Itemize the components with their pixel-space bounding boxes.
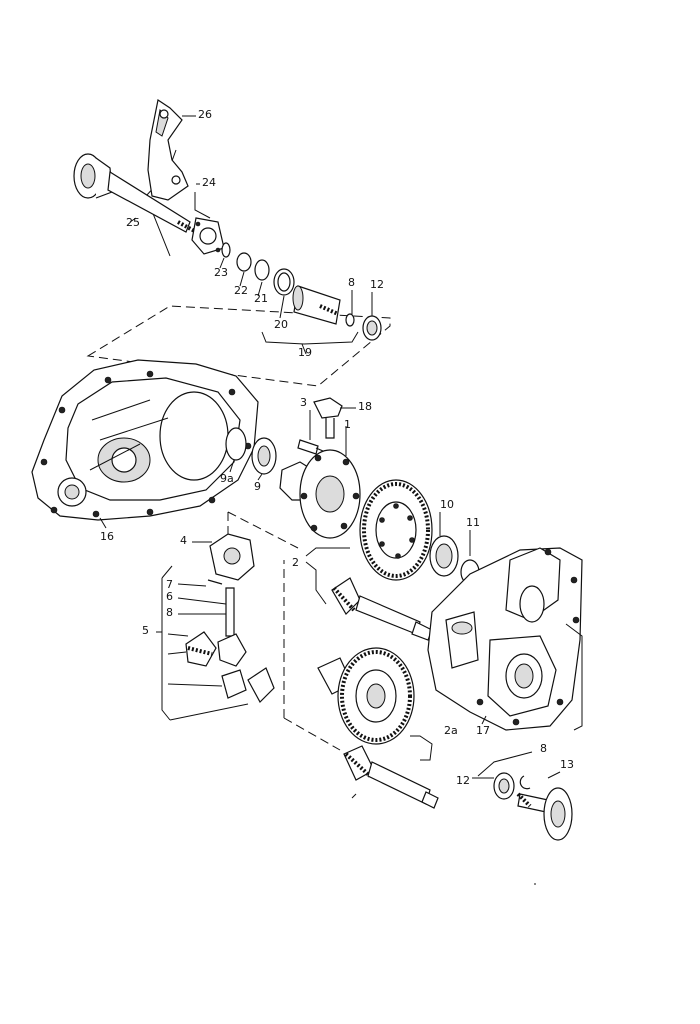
callout-9: 9 bbox=[254, 480, 261, 493]
bearing-and-circlip-parts-10-11 bbox=[429, 535, 480, 585]
callout-16: 16 bbox=[100, 530, 114, 543]
bracket-part-26 bbox=[147, 99, 189, 201]
callout-20: 20 bbox=[274, 318, 288, 331]
callout-3: 3 bbox=[300, 396, 307, 409]
bolt-and-sensor-parts-3-18 bbox=[297, 397, 343, 455]
callout-26: 26 bbox=[198, 108, 212, 121]
callout-11: 11 bbox=[466, 516, 480, 529]
clutch-housing-part-16 bbox=[31, 359, 259, 521]
callout-10: 10 bbox=[440, 498, 454, 511]
callout-25: 25 bbox=[126, 216, 140, 229]
callout-12-upper: 12 bbox=[370, 278, 384, 291]
callout-5: 5 bbox=[142, 624, 149, 637]
differential-internals-parts-4-to-8 bbox=[185, 533, 275, 703]
callout-labels: 26 24 25 23 22 21 20 8 12 19 3 18 1 9a 9… bbox=[100, 108, 574, 787]
shaft-part-20 bbox=[292, 285, 341, 325]
callout-8-upper: 8 bbox=[348, 276, 355, 289]
differential-carrier-part-1 bbox=[279, 449, 361, 539]
callout-19: 19 bbox=[298, 346, 312, 359]
callout-8-lower: 8 bbox=[540, 742, 547, 755]
callout-12-lower: 12 bbox=[456, 774, 470, 787]
callout-23: 23 bbox=[214, 266, 228, 279]
callout-2a: 2a bbox=[444, 724, 458, 737]
seal-housing-part-24 bbox=[191, 217, 225, 255]
callout-13: 13 bbox=[560, 758, 574, 771]
callout-22: 22 bbox=[234, 284, 248, 297]
callout-17: 17 bbox=[476, 724, 490, 737]
crown-gear-part-2 bbox=[359, 479, 433, 581]
callout-6: 6 bbox=[166, 590, 173, 603]
rings-parts-23-22-21 bbox=[221, 242, 295, 296]
callout-4: 4 bbox=[180, 534, 187, 547]
callout-24: 24 bbox=[202, 176, 216, 189]
callout-9a: 9a bbox=[220, 472, 234, 485]
callout-18: 18 bbox=[358, 400, 372, 413]
drive-shaft-part-25 bbox=[73, 153, 201, 236]
leader-lines bbox=[99, 115, 583, 885]
callout-7: 7 bbox=[166, 578, 173, 591]
ring-and-bearing-parts-9a-9 bbox=[225, 427, 277, 475]
gearbox-housing-part-17 bbox=[427, 547, 583, 731]
callout-8-middle: 8 bbox=[166, 606, 173, 619]
callout-21: 21 bbox=[254, 292, 268, 305]
crown-gear-assembly-part-2a bbox=[317, 647, 415, 745]
callout-1: 1 bbox=[344, 418, 351, 431]
pinion-shaft bbox=[331, 577, 433, 641]
lower-pinion-shaft bbox=[343, 745, 439, 809]
seal-clip-flange-lower bbox=[493, 772, 573, 841]
callout-2: 2 bbox=[292, 556, 299, 569]
clip-and-seal-upper bbox=[345, 313, 382, 341]
